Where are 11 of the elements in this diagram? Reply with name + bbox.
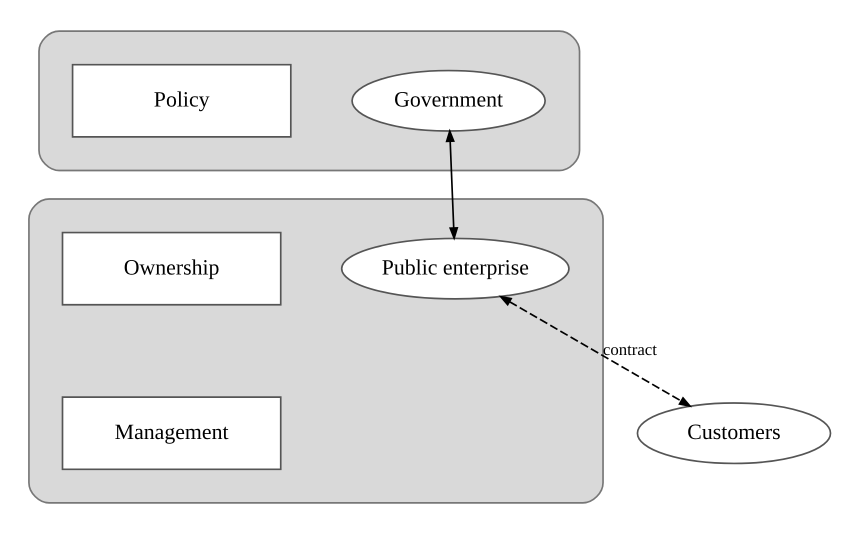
node-box: Policy — [72, 63, 292, 138]
node-box: Ownership — [62, 231, 282, 306]
cluster — [28, 198, 604, 504]
cluster — [38, 30, 580, 171]
node-ellipse: Customers — [636, 402, 832, 464]
node-ellipse: Government — [351, 69, 546, 132]
edge-label: contract — [602, 340, 657, 359]
arrow — [446, 128, 458, 240]
node-box: Management — [62, 396, 282, 470]
node-ellipse: Public enterprise — [340, 237, 570, 300]
arrow — [498, 294, 692, 407]
